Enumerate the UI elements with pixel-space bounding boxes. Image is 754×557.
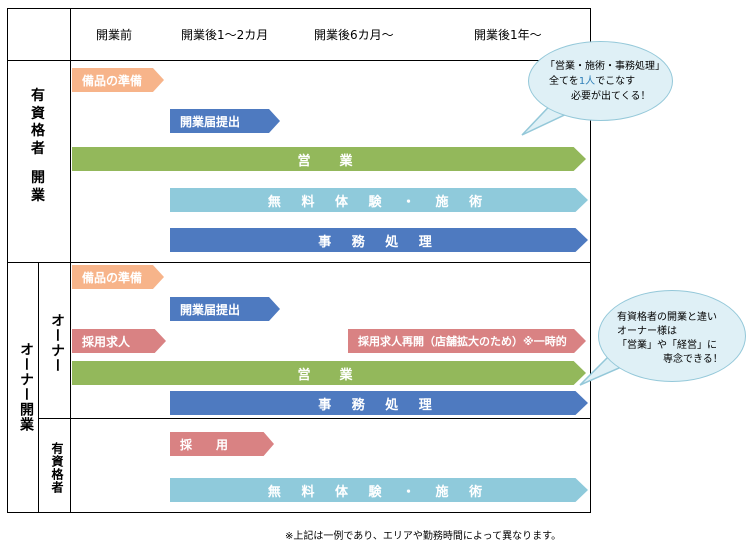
task-staff-free-trial-treatment: 無 料 体 験 ・ 施 術 (170, 478, 588, 502)
bubble-line: 全てを (549, 76, 579, 87)
bubble-line: 有資格者の開業と違い (617, 312, 717, 323)
row-label-owner: オーナー (49, 313, 65, 373)
col-header-1-2-months: 開業後1～2カ月 (181, 28, 269, 42)
speech-bubble-solo-workload: 「営業・施術・事務処理」 全てを1人でこなす 必要が出てくる！ (528, 41, 673, 121)
footnote: ※上記は一例であり、エリアや勤務時間によって異なります。 (285, 531, 562, 542)
col-header-1-year: 開業後1年～ (474, 28, 542, 42)
owner-sub-divider (38, 262, 39, 513)
task-owner-sales: 営 業 (72, 361, 586, 385)
section-label-char: 資 (31, 105, 45, 122)
header-divider (7, 60, 591, 61)
section-divider (7, 262, 591, 263)
speech-bubble-owner-focus: 有資格者の開業と違い オーナー様は 「営業」や「経営」に 専念できる！ (598, 290, 746, 382)
col-header-pre-opening: 開業前 (96, 28, 133, 42)
label-column-divider (70, 8, 71, 513)
col-header-6-months: 開業後6カ月～ (314, 28, 394, 42)
owner-staff-divider (38, 418, 591, 419)
bubble-line: 「営業・施術・事務処理」 (545, 61, 665, 72)
section-label-char: 有 (31, 88, 45, 104)
task-equipment-prep: 備品の準備 (72, 68, 164, 92)
section-label-char: 業 (31, 187, 45, 204)
section-label-char: 者 (31, 140, 45, 157)
task-hiring: 採 用 (170, 432, 274, 456)
bubble-line: 専念できる！ (663, 354, 723, 365)
bubble-line: オーナー様は (617, 326, 677, 337)
task-owner-office-admin: 事 務 処 理 (170, 391, 588, 415)
task-sales: 営 業 (72, 147, 586, 171)
section-label-qualified-opening: 有 資 格 者 開 業 (22, 88, 54, 205)
task-owner-opening-notice: 開業届提出 (170, 297, 280, 321)
section-label-char: 格 (31, 123, 45, 139)
section-label-char: 開 (31, 170, 45, 186)
bubble-line: 必要が出てくる！ (571, 91, 651, 102)
section-label-owner-opening: オーナー開業 (18, 342, 34, 432)
row-label-qualified-staff: 有資格者 (50, 441, 64, 494)
task-recruiting: 採用求人 (72, 329, 166, 353)
bubble-line: でこなす (595, 76, 636, 87)
timeline-table (7, 8, 591, 513)
task-opening-notice: 開業届提出 (170, 109, 280, 133)
bubble-line: 「営業」や「経営」に (617, 340, 717, 351)
task-office-admin: 事 務 処 理 (170, 228, 588, 252)
task-free-trial-treatment: 無 料 体 験 ・ 施 術 (170, 188, 588, 212)
task-owner-equipment-prep: 備品の準備 (72, 265, 164, 289)
bubble-highlight: 1人 (578, 76, 596, 87)
task-recruiting-resume: 採用求人再開（店舗拡大のため）※一時的 (348, 329, 586, 353)
